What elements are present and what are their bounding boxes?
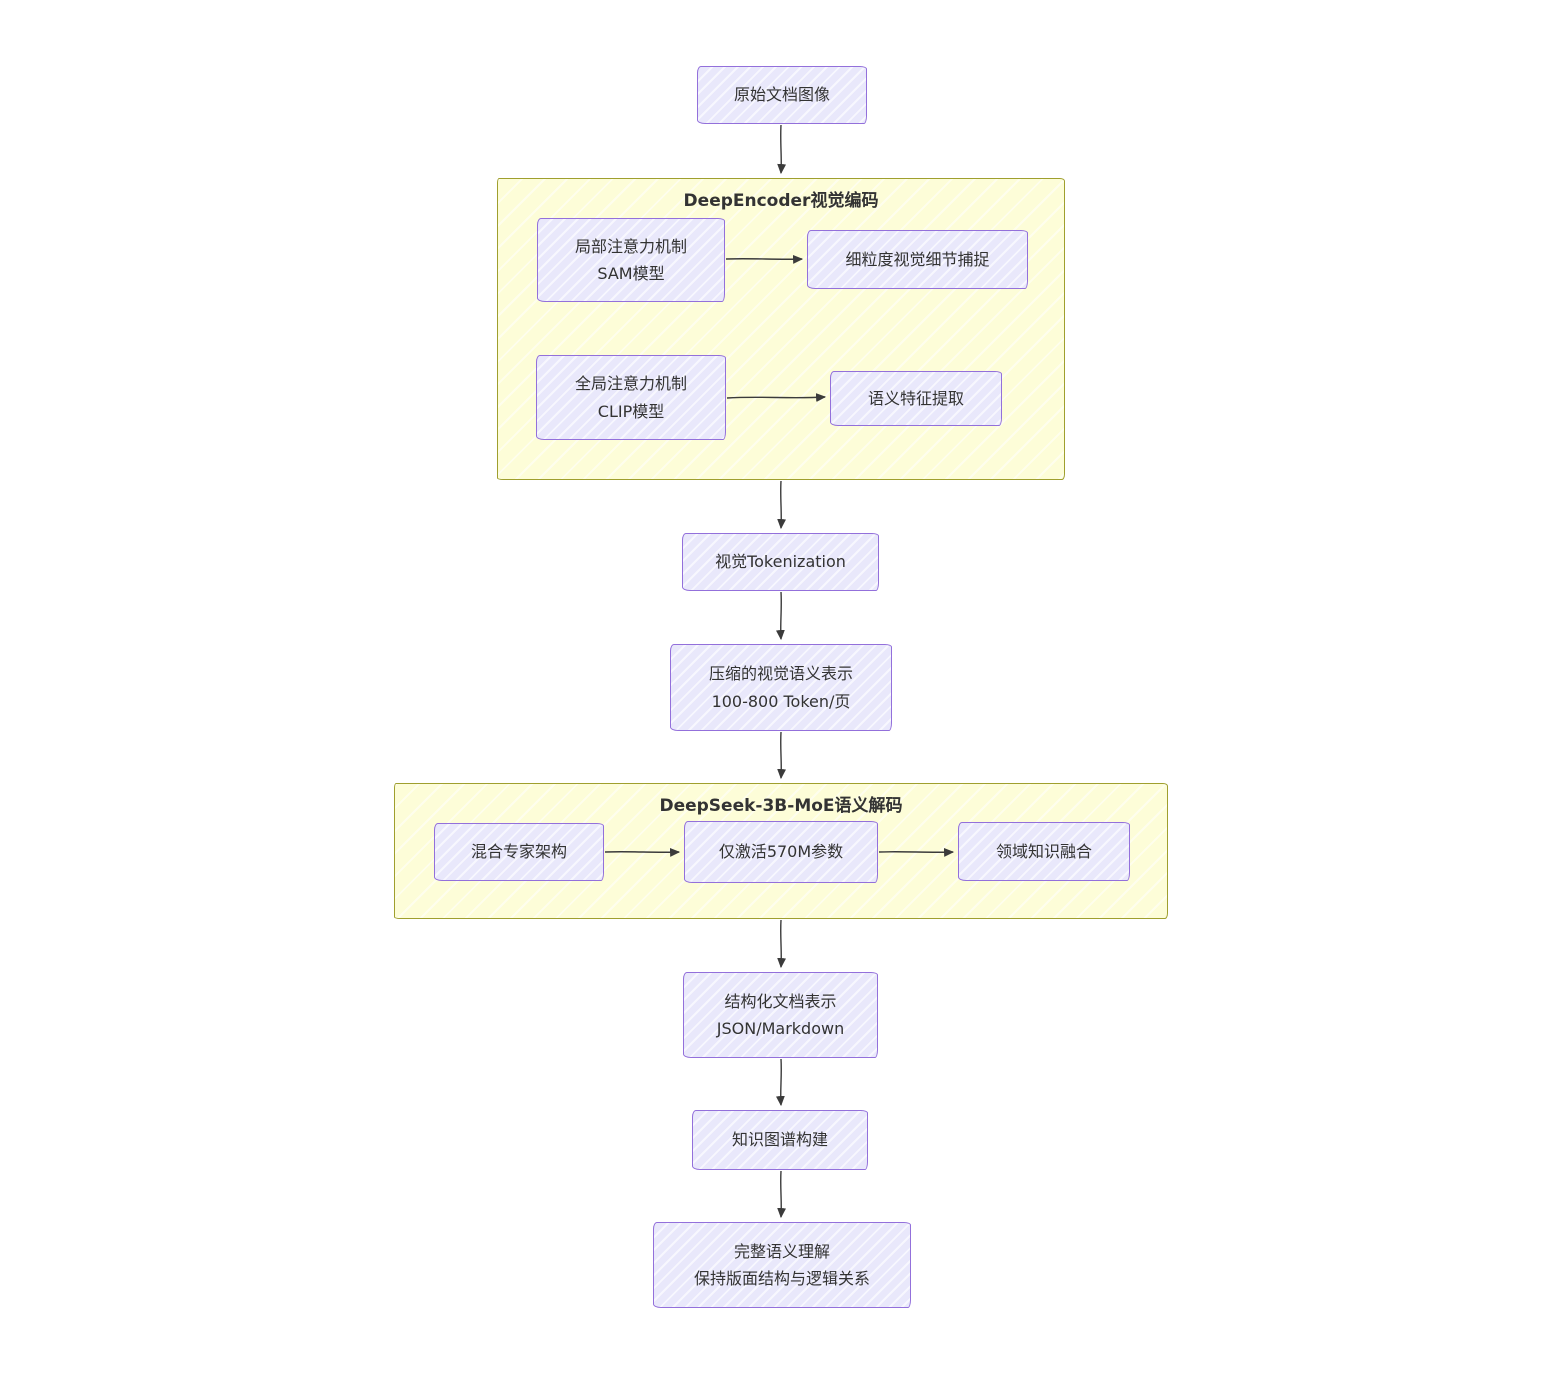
node-global-attention-clip: 全局注意力机制 CLIP模型 — [536, 355, 726, 440]
node-label: 语义特征提取 — [867, 388, 964, 408]
node-label-line2: 保持版面结构与逻辑关系 — [693, 1269, 870, 1288]
container-deepencoder-title: DeepEncoder视觉编码 — [683, 191, 879, 211]
node-label-line1: 结构化文档表示 — [724, 991, 837, 1011]
node-label: 领域知识融合 — [995, 841, 1092, 861]
arrow-decoder-to-structured — [777, 919, 787, 969]
node-activated-params-570m: 仅激活570M参数 — [684, 821, 878, 883]
node-label-line1: 压缩的视觉语义表示 — [708, 664, 853, 684]
node-label-line1: 完整语义理解 — [733, 1241, 830, 1261]
node-label: 混合专家架构 — [470, 842, 567, 862]
node-label: 知识图谱构建 — [731, 1130, 828, 1150]
node-semantic-feature-extraction: 语义特征提取 — [830, 371, 1002, 426]
container-deepseek-moe-title: DeepSeek-3B-MoE语义解码 — [659, 796, 903, 816]
arrow-tokenization-to-compressed — [775, 591, 785, 641]
node-label-line2: JSON/Markdown — [716, 1019, 845, 1038]
arrow-kg-to-final — [777, 1170, 787, 1219]
node-local-attention-sam: 局部注意力机制 SAM模型 — [537, 218, 725, 302]
node-complete-semantic-understanding: 完整语义理解 保持版面结构与逻辑关系 — [653, 1222, 911, 1308]
node-label-line2: 100-800 Token/页 — [711, 691, 851, 711]
node-label: 细粒度视觉细节捕捉 — [845, 249, 990, 269]
node-mixture-of-experts: 混合专家架构 — [434, 823, 604, 881]
node-compressed-visual-semantic: 压缩的视觉语义表示 100-800 Token/页 — [670, 644, 892, 731]
node-knowledge-graph-construction: 知识图谱构建 — [692, 1110, 868, 1170]
node-visual-tokenization: 视觉Tokenization — [682, 533, 879, 591]
arrow-compressed-to-decoder — [777, 731, 787, 780]
node-label: 视觉Tokenization — [715, 552, 846, 572]
node-label-line1: 局部注意力机制 — [574, 236, 687, 256]
arrow-original-to-encoder — [777, 124, 787, 175]
node-label: 仅激活570M参数 — [718, 842, 844, 862]
node-original-document-image: 原始文档图像 — [697, 66, 867, 124]
node-structured-document: 结构化文档表示 JSON/Markdown — [683, 972, 878, 1058]
node-label-line1: 全局注意力机制 — [574, 374, 687, 394]
node-label: 原始文档图像 — [733, 85, 830, 105]
node-label-line2: SAM模型 — [597, 264, 665, 283]
arrow-structured-to-kg — [775, 1058, 785, 1107]
node-label-line2: CLIP模型 — [597, 401, 665, 421]
node-fine-grained-detail-capture: 细粒度视觉细节捕捉 — [807, 230, 1028, 289]
arrow-encoder-to-tokenization — [777, 480, 787, 530]
node-domain-knowledge-fusion: 领域知识融合 — [958, 822, 1130, 881]
